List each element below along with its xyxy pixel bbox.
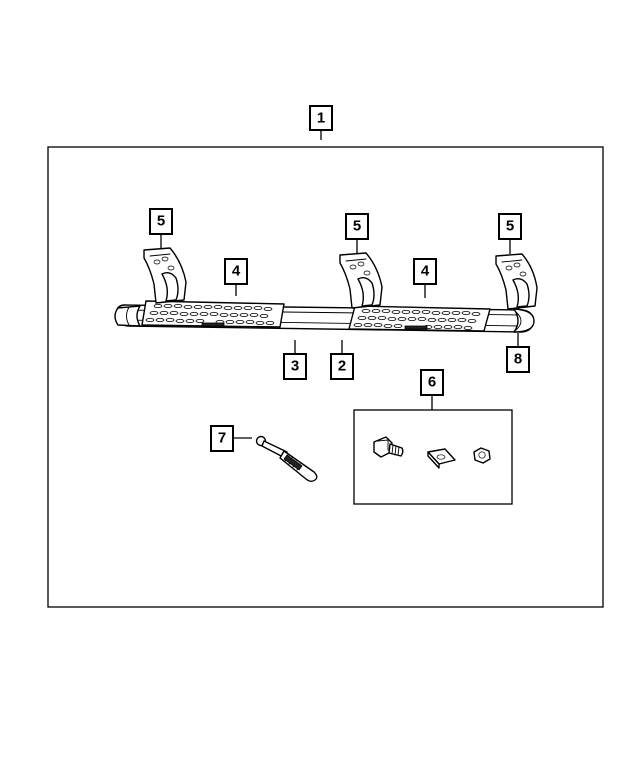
hardware-nut bbox=[473, 447, 491, 464]
step-bar-assembly bbox=[114, 247, 538, 333]
callout-end-cap-label: 8 bbox=[514, 351, 522, 368]
callout-tool[interactable]: 7 bbox=[210, 425, 252, 452]
callout-step-bar[interactable]: 2 bbox=[330, 340, 354, 380]
callout-bracket-right[interactable]: 5 bbox=[498, 213, 522, 254]
callout-hardware-kit[interactable]: 6 bbox=[420, 369, 444, 410]
hardware-bolt bbox=[373, 436, 404, 458]
step-pad-right-treads bbox=[353, 309, 481, 330]
bracket-middle bbox=[339, 252, 383, 309]
callout-bracket-right-label: 5 bbox=[506, 218, 514, 235]
callout-bracket-left[interactable]: 5 bbox=[149, 208, 173, 248]
callout-step-bar-body[interactable]: 3 bbox=[283, 340, 307, 380]
callout-bracket-left-label: 5 bbox=[157, 213, 165, 230]
callout-step-pad-left-label: 4 bbox=[232, 263, 241, 280]
hardware-clip-nut bbox=[427, 448, 456, 469]
bracket-left bbox=[143, 247, 187, 304]
callout-step-pad-left[interactable]: 4 bbox=[224, 258, 248, 296]
bracket-right bbox=[495, 253, 538, 310]
kit-frame bbox=[47, 146, 604, 608]
callout-step-bar-body-label: 3 bbox=[291, 358, 299, 375]
callout-bracket-middle-label: 5 bbox=[353, 218, 361, 235]
tool-wrench bbox=[255, 435, 318, 482]
step-pad-left-treads bbox=[145, 304, 275, 327]
callout-tool-label: 7 bbox=[218, 430, 226, 447]
callout-step-pad-right[interactable]: 4 bbox=[413, 258, 437, 298]
callout-step-pad-right-label: 4 bbox=[421, 263, 430, 280]
hardware-kit-frame bbox=[353, 409, 513, 505]
callout-kit-label: 1 bbox=[317, 110, 325, 127]
callout-end-cap[interactable]: 8 bbox=[506, 333, 530, 373]
callout-bracket-middle[interactable]: 5 bbox=[345, 213, 369, 254]
callout-hardware-kit-label: 6 bbox=[428, 374, 436, 391]
callout-kit[interactable]: 1 bbox=[309, 105, 333, 140]
callout-step-bar-label: 2 bbox=[338, 358, 346, 375]
